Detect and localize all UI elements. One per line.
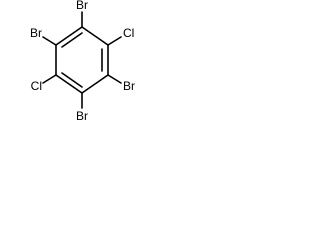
inner-double-bond-top-left	[61, 32, 83, 48]
substituent-bond-lower-left	[42, 74, 57, 84]
ring-bond-upper-left-top	[55, 26, 83, 46]
atom-label-top: Br	[76, 0, 88, 12]
atom-label-bottom: Br	[76, 109, 88, 123]
chemical-structure-diagram: Br Cl Br Br Cl Br	[30, 0, 135, 123]
atom-label-upper-left: Br	[30, 26, 42, 40]
substituent-bond-upper-left	[42, 36, 57, 46]
atom-label-lower-left: Cl	[31, 79, 42, 93]
inner-double-bond-bottom-left	[61, 72, 83, 88]
atom-label-lower-right: Br	[123, 79, 135, 93]
atom-labels: Br Cl Br Br Cl Br	[30, 0, 135, 123]
benzene-ring	[55, 26, 109, 94]
ring-bond-bottom-lower-left	[55, 74, 83, 94]
atom-label-upper-right: Cl	[123, 26, 134, 40]
substituent-bond-upper-right	[107, 36, 122, 46]
ring-bond-lower-right-bottom	[81, 74, 109, 94]
substituent-bonds	[42, 11, 122, 109]
ring-bond-top-upper-right	[81, 26, 109, 46]
substituent-bond-lower-right	[107, 74, 122, 84]
